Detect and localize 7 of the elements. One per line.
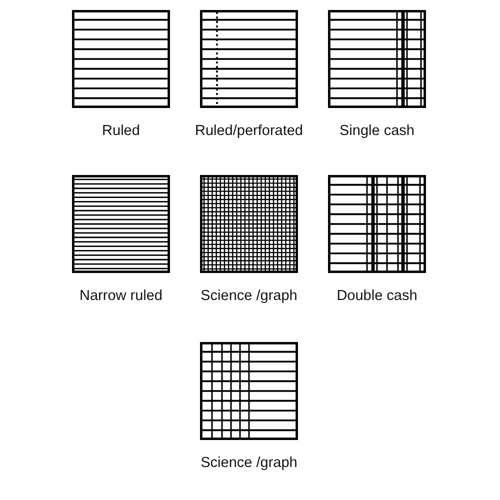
node-label: Single cash bbox=[340, 123, 414, 140]
node-label: Science /graph bbox=[200, 455, 298, 472]
node-label: Ruled/perforated bbox=[194, 123, 303, 140]
node-label: Science /graph bbox=[200, 288, 298, 305]
node-label: Narrow ruled bbox=[80, 288, 162, 305]
node-label: Double cash bbox=[336, 288, 418, 305]
node-label: Ruled bbox=[102, 123, 140, 140]
